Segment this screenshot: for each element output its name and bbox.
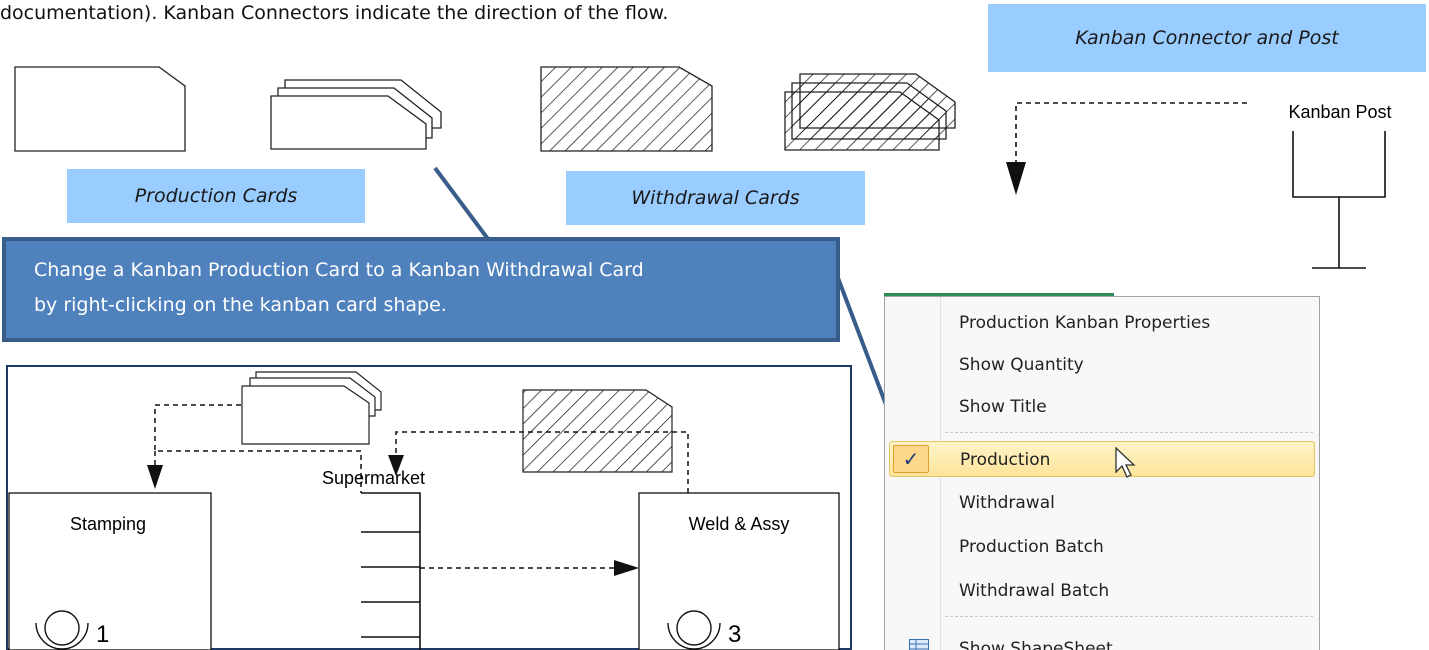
menu-item-label: Show Quantity bbox=[959, 355, 1084, 375]
stamping-operator-icon bbox=[35, 610, 89, 650]
checkmark-icon: ✓ bbox=[893, 445, 929, 473]
diagram-production-card-stack[interactable] bbox=[241, 371, 382, 445]
menu-item-label: Show ShapeSheet bbox=[959, 639, 1113, 650]
production-card-single-icon bbox=[14, 66, 186, 152]
kanban-post-label: Kanban Post bbox=[1288, 102, 1392, 122]
kanban-post-icon bbox=[1292, 131, 1386, 269]
withdrawal-card-single-icon bbox=[540, 66, 713, 152]
value-stream-diagram: Stamping 1 Supermarket Weld & Assy 3 bbox=[6, 365, 852, 650]
production-cards-label-text: Production Cards bbox=[134, 185, 298, 207]
mouse-cursor-icon bbox=[1115, 446, 1136, 478]
withdrawal-cards-label: Withdrawal Cards bbox=[566, 171, 865, 225]
checkmark-glyph: ✓ bbox=[902, 447, 920, 471]
supermarket-label: Supermarket bbox=[322, 468, 426, 488]
connector-post-label: Kanban Connector and Post bbox=[988, 4, 1426, 72]
kanban-connector-icon bbox=[1006, 102, 1247, 195]
connector-post-label-text: Kanban Connector and Post bbox=[1075, 27, 1339, 49]
supermarket-to-weld-connector bbox=[420, 560, 639, 576]
production-card-stack-icon bbox=[270, 79, 442, 150]
weld-assy-label: Weld & Assy bbox=[688, 514, 790, 534]
menu-item-production[interactable]: ✓ Production bbox=[889, 441, 1315, 478]
legend-shapes bbox=[14, 66, 1386, 269]
production-cards-label: Production Cards bbox=[67, 169, 365, 223]
selection-edge bbox=[884, 293, 1114, 296]
stamping-operator-count: 1 bbox=[96, 621, 110, 648]
menu-item-production-kanban-properties[interactable]: Production Kanban Properties bbox=[889, 305, 1315, 341]
menu-item-show-quantity[interactable]: Show Quantity bbox=[889, 347, 1315, 383]
withdrawal-card-stack-icon bbox=[784, 73, 956, 151]
context-menu: Production Kanban Properties Show Quanti… bbox=[884, 296, 1320, 650]
callout-line-1: Change a Kanban Production Card to a Kan… bbox=[34, 259, 644, 281]
supermarket-icon[interactable] bbox=[361, 492, 421, 650]
menu-item-label: Production bbox=[960, 450, 1051, 470]
weld-operator-count: 3 bbox=[728, 621, 742, 648]
stamping-label: Stamping bbox=[69, 514, 147, 534]
withdrawal-cards-label-text: Withdrawal Cards bbox=[631, 187, 800, 209]
menu-item-production-batch[interactable]: Production Batch bbox=[889, 529, 1315, 565]
menu-item-withdrawal-batch[interactable]: Withdrawal Batch bbox=[889, 573, 1315, 609]
callout-line-2: by right-clicking on the kanban card sha… bbox=[34, 294, 447, 316]
menu-item-withdrawal[interactable]: Withdrawal bbox=[889, 485, 1315, 521]
menu-item-label: Production Batch bbox=[959, 537, 1104, 557]
shapesheet-icon bbox=[909, 639, 929, 650]
menu-item-show-title[interactable]: Show Title bbox=[889, 389, 1315, 425]
menu-item-label: Withdrawal bbox=[959, 493, 1055, 513]
stamping-process-box[interactable] bbox=[8, 492, 212, 650]
menu-separator bbox=[945, 432, 1313, 433]
menu-item-show-shapesheet[interactable]: Show ShapeSheet bbox=[889, 631, 1315, 650]
menu-separator bbox=[945, 616, 1313, 617]
intro-text: documentation). Kanban Connectors indica… bbox=[0, 2, 669, 24]
weld-operator-icon bbox=[667, 610, 721, 650]
instruction-callout: Change a Kanban Production Card to a Kan… bbox=[2, 237, 840, 342]
menu-item-label: Production Kanban Properties bbox=[959, 313, 1211, 333]
weld-assy-process-box[interactable] bbox=[638, 492, 840, 650]
menu-item-label: Show Title bbox=[959, 397, 1047, 417]
menu-item-label: Withdrawal Batch bbox=[959, 581, 1110, 601]
diagram-withdrawal-card[interactable] bbox=[522, 389, 673, 473]
production-kanban-connector bbox=[147, 404, 362, 493]
